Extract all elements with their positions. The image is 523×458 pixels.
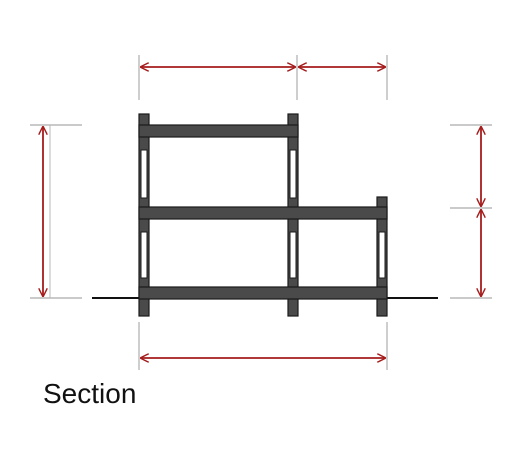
window-left-upper xyxy=(140,149,148,199)
building-section xyxy=(138,113,388,317)
window-openings xyxy=(140,149,386,279)
section-caption: Section xyxy=(43,378,137,409)
roof-slab-left xyxy=(138,124,299,138)
window-right-lower xyxy=(378,231,386,279)
floor-slab-middle xyxy=(138,206,388,220)
dimension-lines xyxy=(43,67,481,358)
window-left-lower xyxy=(140,231,148,279)
ground-slab xyxy=(138,286,388,300)
window-middle-lower xyxy=(289,231,297,279)
extension-lines xyxy=(30,55,492,370)
window-middle-upper xyxy=(289,149,297,199)
